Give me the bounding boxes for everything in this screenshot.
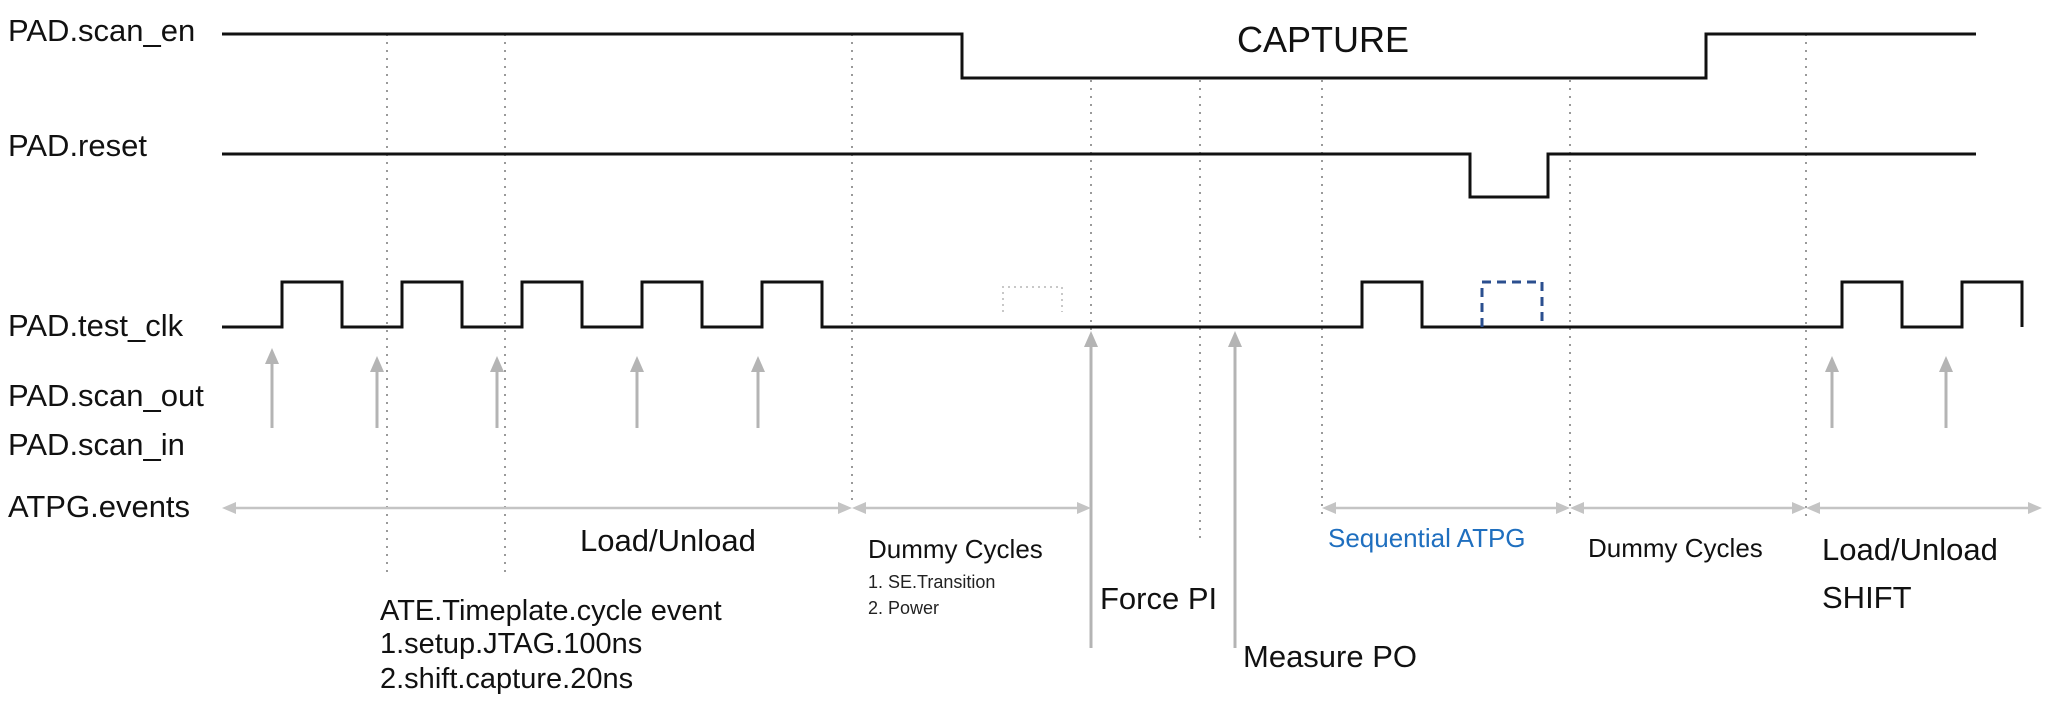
- dummy-cycles-label: Dummy Cycles: [868, 534, 1043, 564]
- load-unload-label: Load/Unload: [580, 523, 756, 558]
- strobe-arrows: [265, 331, 1953, 648]
- strobe-arrow-head: [1228, 331, 1242, 347]
- ate-note-2: 2.shift.capture.20ns: [380, 663, 633, 695]
- strobe-arrow-head: [1084, 331, 1098, 347]
- span-arrow-head: [852, 502, 866, 514]
- ate-note-1: 1.setup.JTAG.100ns: [380, 628, 642, 660]
- span-arrow-head: [1806, 502, 1820, 514]
- measure-po-label: Measure PO: [1243, 639, 1417, 674]
- span-arrow-head: [1570, 502, 1584, 514]
- strobe-arrow-head: [1939, 356, 1953, 372]
- sequential-atpg-label: Sequential ATPG: [1328, 523, 1526, 553]
- scan-en-waveform: [222, 32, 1976, 80]
- dummy-note-1: 1. SE.Transition: [868, 572, 995, 592]
- capture-title: CAPTURE: [1237, 19, 1409, 60]
- reset-waveform: [222, 152, 1976, 199]
- event-spans: [222, 502, 2042, 514]
- span-arrow-head: [838, 502, 852, 514]
- scan-in-label: PAD.scan_in: [8, 427, 185, 462]
- test-clk-waveform-shift: [1544, 280, 2024, 329]
- strobe-arrow-head: [630, 356, 644, 372]
- dummy-cycles-2-label: Dummy Cycles: [1588, 533, 1763, 563]
- scan-en-label: PAD.scan_en: [8, 13, 195, 48]
- span-arrow-head: [2028, 502, 2042, 514]
- test-clk-waveform-load: [222, 280, 1544, 329]
- strobe-arrow-head: [370, 356, 384, 372]
- strobe-arrow-head: [751, 356, 765, 372]
- dummy-note-2: 2. Power: [868, 598, 939, 618]
- force-pi-label: Force PI: [1100, 581, 1217, 616]
- reset-label: PAD.reset: [8, 128, 147, 163]
- atpg-events-label: ATPG.events: [8, 489, 190, 524]
- strobe-arrow-head: [1825, 356, 1839, 372]
- sequential-pulse: [1480, 280, 1544, 327]
- dummy-pulse: [1002, 286, 1063, 312]
- span-arrow-head: [1792, 502, 1806, 514]
- span-arrow-head: [1077, 502, 1091, 514]
- load-unload-end-label: Load/Unload: [1822, 532, 1998, 567]
- span-arrow-head: [1322, 502, 1336, 514]
- strobe-arrow-head: [265, 348, 279, 364]
- scan-out-label: PAD.scan_out: [8, 378, 204, 413]
- span-arrow-head: [222, 502, 236, 514]
- test-clk-label: PAD.test_clk: [8, 308, 184, 343]
- span-arrow-head: [1556, 502, 1570, 514]
- ate-note-title: ATE.Timeplate.cycle event: [380, 595, 722, 627]
- shift-label: SHIFT: [1822, 580, 1912, 615]
- guide-lines: [386, 34, 1807, 578]
- strobe-arrow-head: [490, 356, 504, 372]
